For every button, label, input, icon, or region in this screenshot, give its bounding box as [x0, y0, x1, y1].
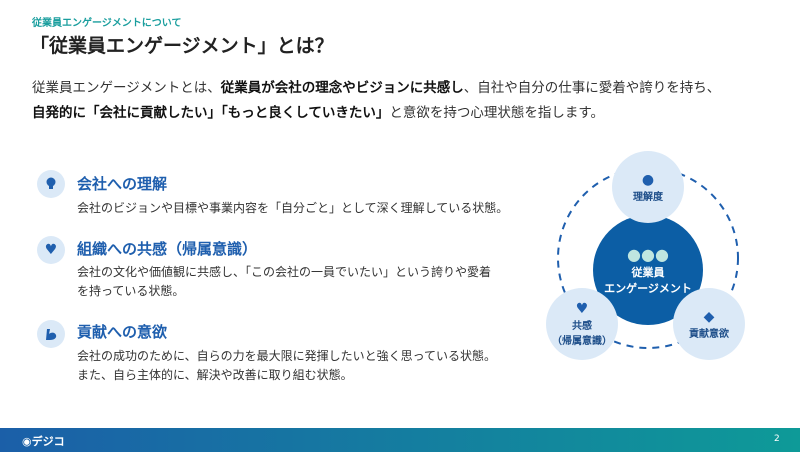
item-desc: 会社のビジョンや目標や事業内容を「自分ごと」として深く理解している状態。	[77, 201, 509, 215]
intro-bold: 自発的に「会社に貢献したい」「もっと良くしていきたい」	[32, 105, 390, 121]
page-title: 「従業員エンゲージメント」とは？	[30, 35, 334, 57]
center-label: エンゲージメント	[604, 281, 692, 295]
flexed-arm-icon	[37, 320, 65, 348]
logo-icon: ◉	[22, 435, 32, 448]
item-desc: を持っている状態。	[77, 284, 185, 298]
circle-label: 共感	[572, 321, 592, 332]
center-label: 従業員	[631, 265, 665, 279]
intro-line-1: 従業員エンゲージメントとは、従業員が会社の理念やビジョンに共感し、自社や自分の仕…	[32, 76, 720, 96]
lightbulb-icon: ●	[641, 171, 655, 188]
item-desc: また、自ら主体的に、解決や改善に取り組む状態。	[77, 368, 353, 382]
intro-text: 従業員エンゲージメントとは、	[32, 80, 221, 96]
section-label: 従業員エンゲージメントについて	[32, 18, 182, 29]
circle-contribution: ◆ 貢献意欲	[673, 288, 745, 360]
circle-label: （帰属意識）	[552, 336, 612, 347]
logo: ◉デジコ	[22, 433, 65, 449]
page-number: 2	[774, 434, 780, 444]
item-desc: 会社の成功のために、自らの力を最大限に発揮したいと強く思っている状態。	[77, 349, 497, 363]
lightbulb-icon	[37, 170, 65, 198]
circle-label: 貢献意欲	[689, 328, 729, 340]
flexed-arm-icon: ◆	[703, 308, 715, 325]
logo-text: デジコ	[31, 435, 65, 448]
item-heading: 組織への共感（帰属意識）	[77, 240, 258, 258]
people-icon: ●●●	[627, 244, 669, 264]
circle-empathy: ♥ 共感 （帰属意識）	[546, 288, 618, 360]
dashed-ring	[557, 167, 739, 349]
intro-text: と意欲を持つ心理状態を指します。	[389, 105, 605, 121]
item-heading: 貢献への意欲	[77, 323, 168, 341]
intro-bold: 従業員が会社の理念やビジョンに共感し	[220, 80, 464, 96]
item-desc: 会社の文化や価値観に共感し、「この会社の一員でいたい」という誇りや愛着	[77, 265, 492, 279]
footer-bar: ◉デジコ 2	[0, 428, 800, 452]
intro-text: 、自社や自分の仕事に愛着や誇りを持ち、	[463, 80, 721, 96]
circle-understanding: ● 理解度	[612, 151, 684, 223]
item-heading: 会社への理解	[77, 175, 168, 193]
heart-icon: ♥	[575, 301, 589, 317]
intro-line-2: 自発的に「会社に貢献したい」「もっと良くしていきたい」と意欲を持つ心理状態を指し…	[32, 101, 604, 121]
heart-icon: ♥	[37, 236, 65, 264]
circle-label: 理解度	[633, 191, 663, 203]
